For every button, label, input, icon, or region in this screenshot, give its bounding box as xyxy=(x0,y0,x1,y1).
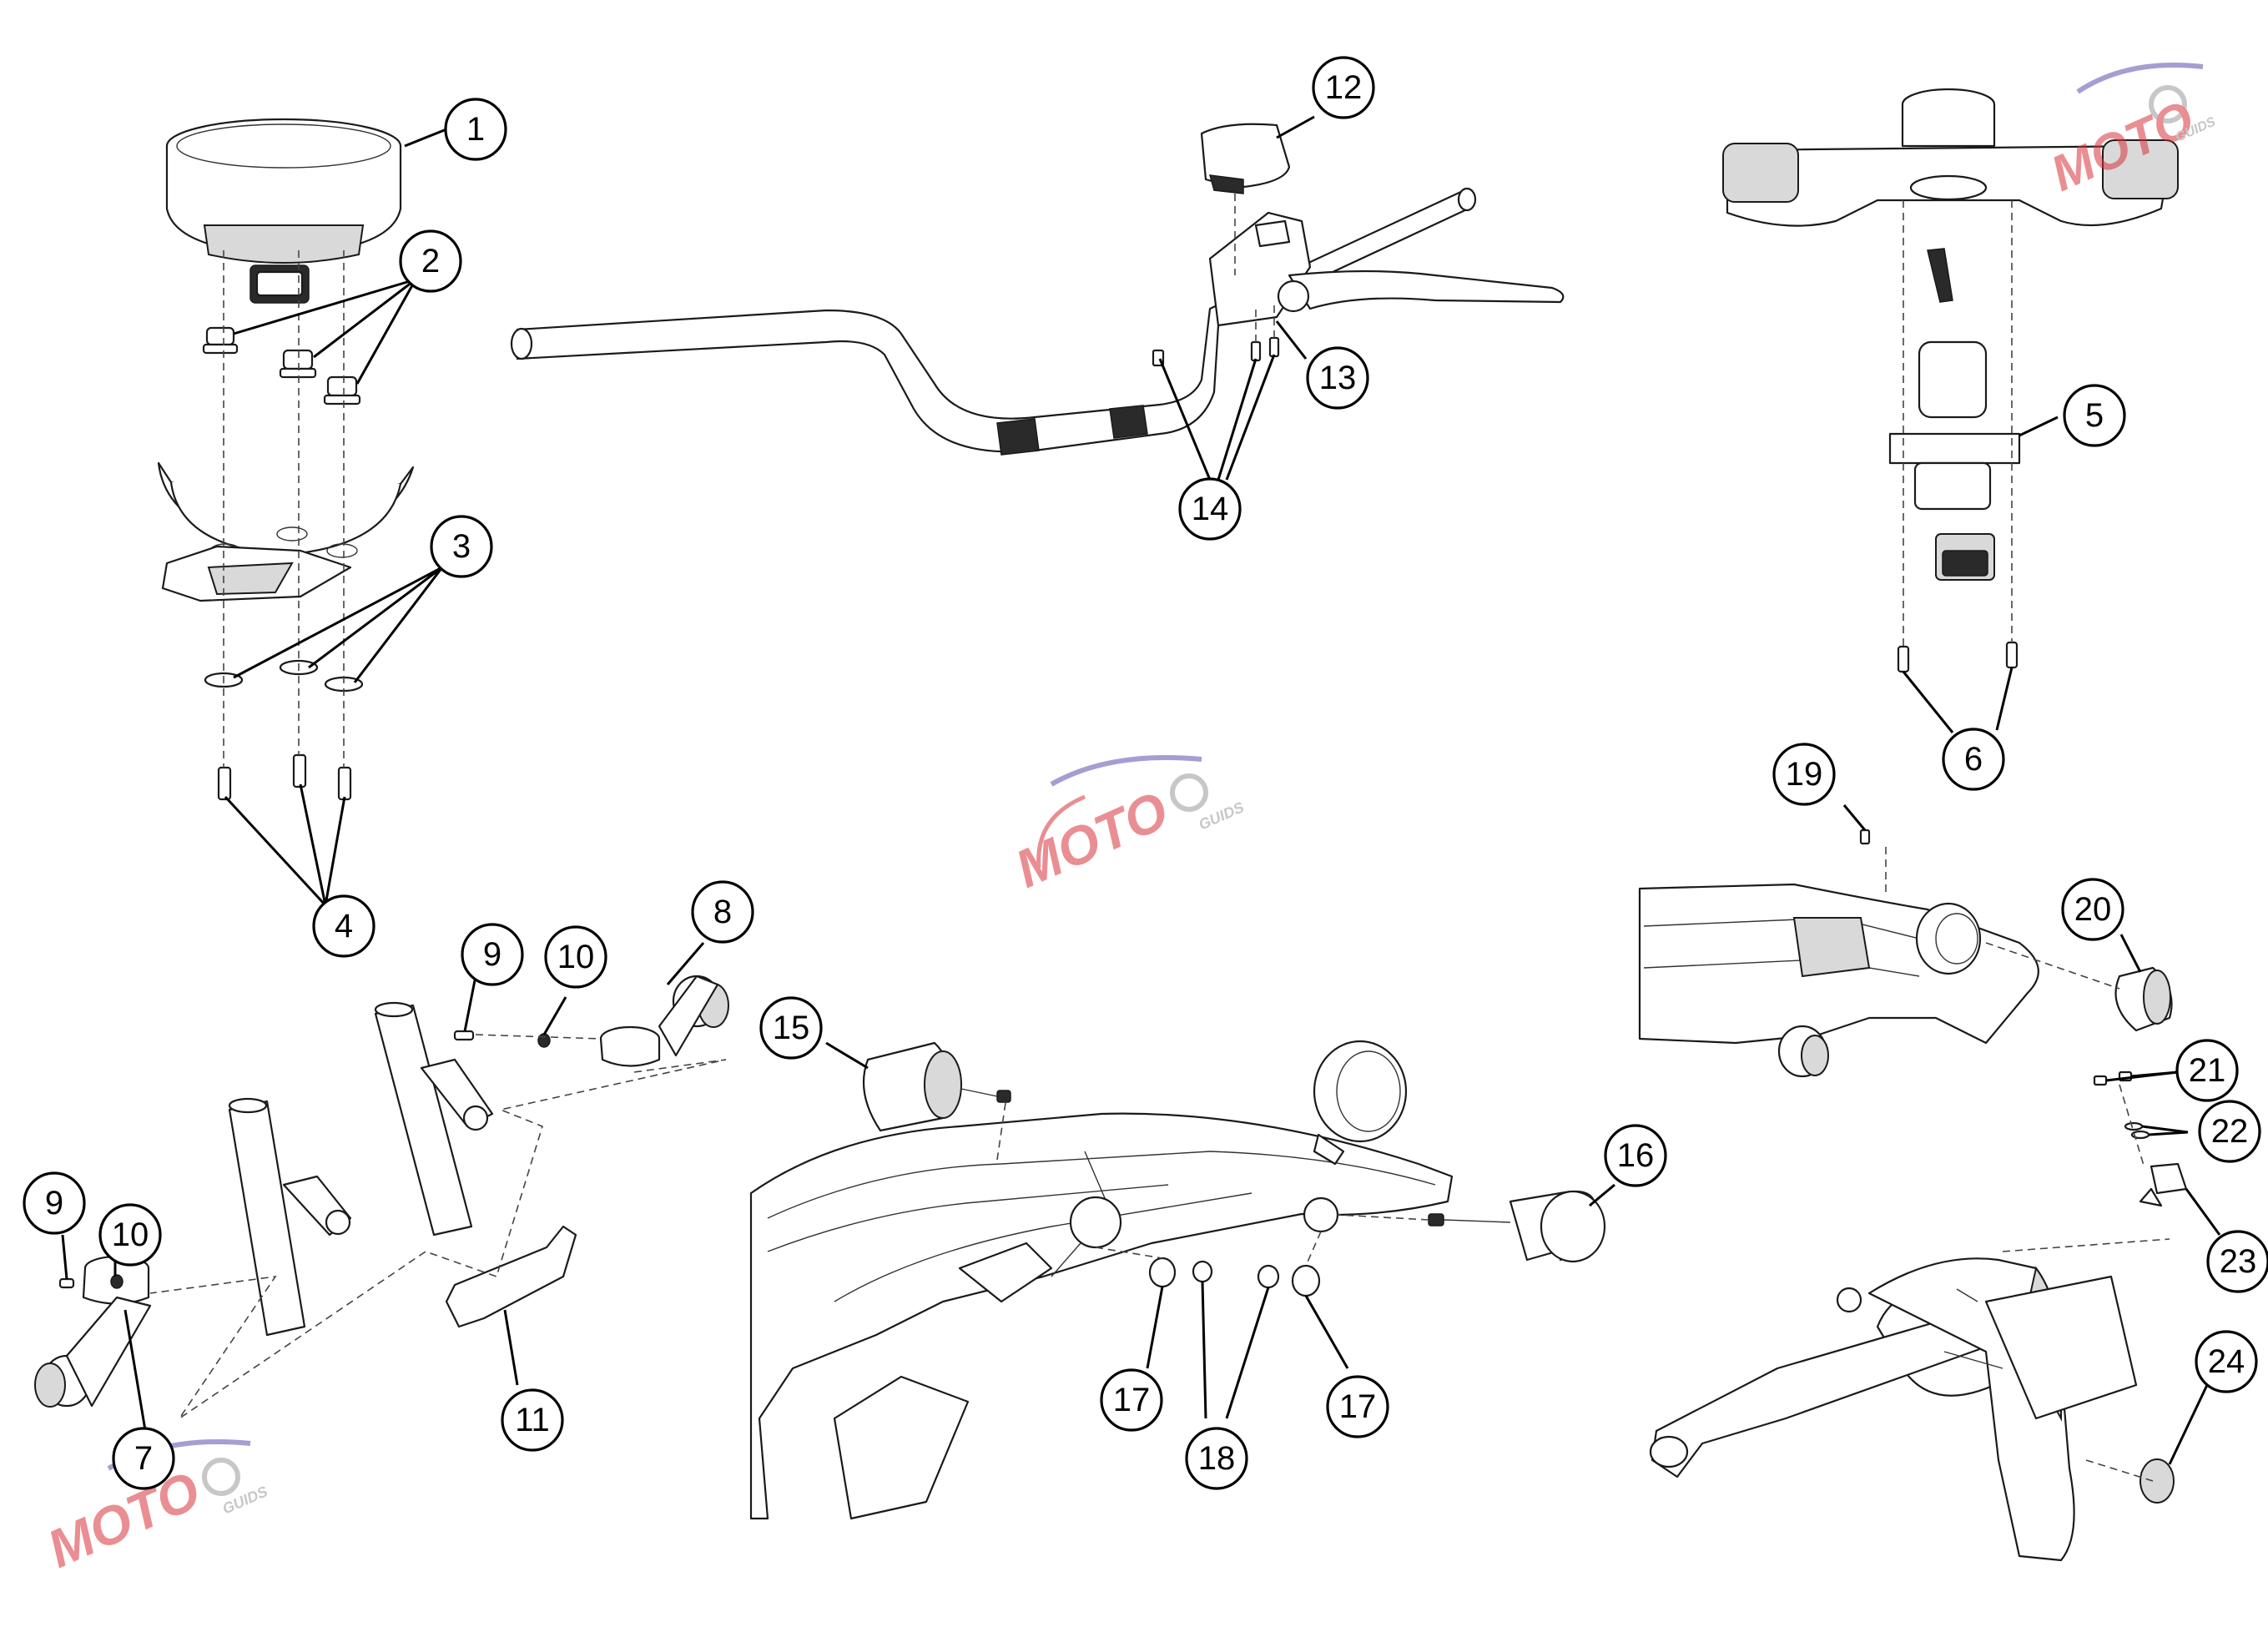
callout-23-label: 23 xyxy=(2220,1243,2257,1280)
callout-6: 6 xyxy=(1942,728,2005,791)
callout-12-label: 12 xyxy=(1325,69,1363,106)
callout-22: 22 xyxy=(2198,1100,2261,1163)
callout-5: 5 xyxy=(2063,384,2126,447)
callout-24: 24 xyxy=(2195,1330,2258,1393)
callout-21: 21 xyxy=(2175,1039,2239,1102)
callout-10-upper: 10 xyxy=(544,925,607,989)
callout-21-label: 21 xyxy=(2189,1052,2226,1089)
callout-9-upper: 9 xyxy=(461,923,524,986)
callout-12: 12 xyxy=(1312,56,1375,119)
callout-23: 23 xyxy=(2206,1230,2268,1293)
callout-18-label: 18 xyxy=(1198,1440,1236,1477)
callout-10-lower: 10 xyxy=(98,1203,162,1267)
callout-9-lower: 9 xyxy=(23,1171,86,1235)
front-indicator-assembly xyxy=(34,975,729,1419)
rear-lamp-assembly xyxy=(1638,829,2173,1078)
handlebar-assembly xyxy=(510,123,1565,456)
callout-9-label: 9 xyxy=(483,936,501,973)
callout-19-label: 19 xyxy=(1786,756,1823,793)
callout-1-label: 1 xyxy=(466,111,485,148)
callout-14-label: 14 xyxy=(1192,491,1229,527)
callout-18: 18 xyxy=(1185,1427,1248,1490)
callout-leaders xyxy=(61,115,2221,1465)
callout-7: 7 xyxy=(112,1427,175,1490)
callout-8: 8 xyxy=(691,880,754,944)
callout-17-label: 17 xyxy=(1339,1388,1377,1425)
callout-10-label: 10 xyxy=(112,1216,149,1253)
callout-2: 2 xyxy=(399,229,462,293)
callout-20-label: 20 xyxy=(2074,891,2112,928)
watermark-sub-text: GUIDS xyxy=(219,1483,270,1517)
callout-11-label: 11 xyxy=(515,1402,550,1438)
callout-10-label: 10 xyxy=(557,939,595,975)
ignition-switch-assembly xyxy=(1722,88,2179,673)
callout-8-label: 8 xyxy=(713,894,732,930)
callout-13-label: 13 xyxy=(1319,360,1357,396)
callout-2-label: 2 xyxy=(421,243,440,280)
callout-3-label: 3 xyxy=(452,528,471,565)
callout-17-label: 17 xyxy=(1113,1382,1151,1418)
watermark-center: MOTO GUIDS xyxy=(1006,755,1247,899)
callout-11: 11 xyxy=(501,1388,564,1452)
callout-9-label: 9 xyxy=(45,1185,63,1221)
watermark-logo-text: MOTO xyxy=(1006,779,1177,899)
callout-7-label: 7 xyxy=(134,1440,153,1477)
callout-5-label: 5 xyxy=(2085,397,2104,434)
rear-frame-indicator-assembly xyxy=(749,1040,1606,1520)
callout-3: 3 xyxy=(430,515,493,578)
callout-14: 14 xyxy=(1178,477,1242,541)
callout-6-label: 6 xyxy=(1964,741,1983,778)
callout-20: 20 xyxy=(2061,878,2124,941)
callout-15: 15 xyxy=(759,996,823,1060)
callout-19: 19 xyxy=(1772,743,1836,806)
callout-24-label: 24 xyxy=(2208,1343,2245,1380)
callout-15-label: 15 xyxy=(773,1010,810,1046)
callout-17-right: 17 xyxy=(1326,1375,1389,1438)
callout-4-label: 4 xyxy=(335,908,353,944)
callout-17-left: 17 xyxy=(1100,1368,1163,1432)
callout-22-label: 22 xyxy=(2211,1113,2249,1150)
callout-4: 4 xyxy=(312,894,375,958)
grommet xyxy=(282,349,314,370)
callout-13: 13 xyxy=(1306,346,1369,410)
callout-16-label: 16 xyxy=(1617,1137,1655,1174)
rear-hugger-assembly xyxy=(1649,1070,2188,1562)
callout-1: 1 xyxy=(444,98,507,161)
instrument-assembly xyxy=(157,118,415,801)
callout-16: 16 xyxy=(1604,1124,1667,1187)
